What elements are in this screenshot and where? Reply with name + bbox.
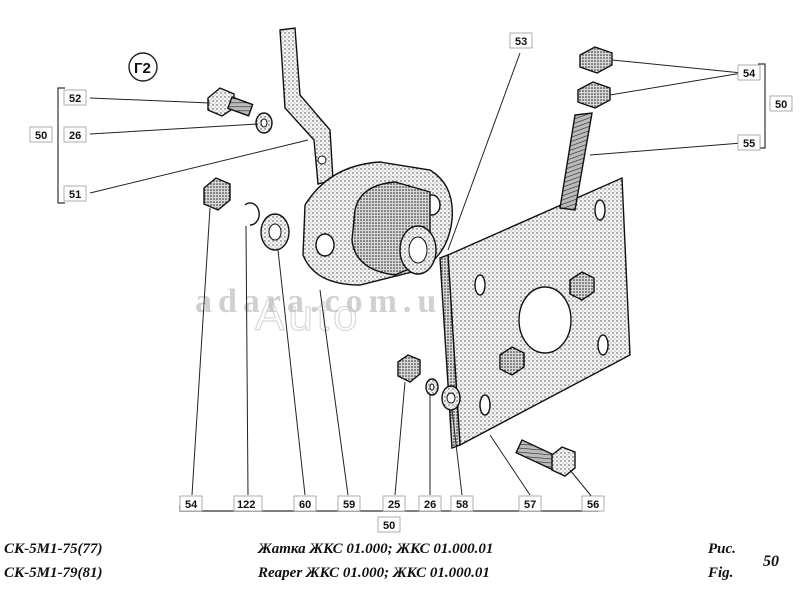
- flange-hub-59: [302, 161, 454, 286]
- figure-label-en: Fig.: [708, 565, 734, 581]
- svg-text:60: 60: [299, 499, 311, 511]
- group-label: Г2: [128, 52, 158, 82]
- callout-56: 56: [581, 495, 605, 512]
- flat-washer-60: [260, 213, 290, 251]
- callout-50-bottom: 50: [377, 516, 401, 533]
- nut-25: [397, 354, 421, 383]
- svg-text:50: 50: [35, 130, 47, 142]
- flat-washer-58: [441, 385, 461, 411]
- svg-text:51: 51: [69, 189, 81, 201]
- model-code-1: СК-5М1-75(77): [4, 541, 103, 557]
- svg-text:57: 57: [524, 499, 536, 511]
- svg-text:53: 53: [515, 36, 527, 48]
- callout-54-top: 54: [737, 64, 761, 81]
- svg-text:26: 26: [424, 499, 436, 511]
- watermark-brand: Auto: [255, 291, 362, 340]
- svg-text:52: 52: [69, 93, 81, 105]
- callout-52: 52: [63, 89, 87, 106]
- group-label-text: Г2: [134, 60, 151, 77]
- callout-25: 25: [382, 495, 406, 512]
- callout-51: 51: [63, 185, 87, 202]
- callout-57: 57: [518, 495, 542, 512]
- figure-number: 50: [763, 553, 779, 570]
- svg-text:55: 55: [743, 138, 755, 150]
- callout-50-left: 50: [29, 126, 53, 143]
- callout-58: 58: [450, 495, 474, 512]
- callout-122: 122: [233, 495, 263, 512]
- callout-55: 55: [737, 134, 761, 151]
- assembly-title-en: Reaper ЖКС 01.000; ЖКС 01.000.01: [258, 565, 490, 581]
- callout-26-bottom: 26: [418, 495, 442, 512]
- svg-text:50: 50: [775, 99, 787, 111]
- split-washer-122: [244, 202, 260, 226]
- callout-26-top: 26: [63, 126, 87, 143]
- nut-54-top-1: [579, 46, 613, 74]
- svg-text:50: 50: [383, 520, 395, 532]
- bolt-52: [207, 87, 254, 117]
- leader-lines: [89, 52, 743, 498]
- callout-54-bottom: 54: [179, 495, 203, 512]
- spring-washer-26-top: [255, 112, 273, 134]
- svg-text:26: 26: [69, 130, 81, 142]
- svg-text:122: 122: [237, 499, 255, 511]
- bolt-56: [515, 439, 576, 477]
- callout-59: 59: [337, 495, 361, 512]
- callout-60: 60: [293, 495, 317, 512]
- assembly-title-ru: Жатка ЖКС 01.000; ЖКС 01.000.01: [258, 541, 494, 557]
- nut-54-top-2: [577, 81, 611, 109]
- svg-text:59: 59: [343, 499, 355, 511]
- model-code-2: СК-5М1-79(81): [4, 565, 103, 581]
- exploded-parts-diagram: Auto adara.com.ua Г2: [29, 27, 793, 533]
- svg-text:25: 25: [388, 499, 400, 511]
- mounting-plate-57: [439, 176, 631, 449]
- spring-washer-26-bottom: [425, 378, 439, 396]
- nut-54-left: [203, 177, 231, 211]
- svg-text:58: 58: [456, 499, 468, 511]
- stud-55: [559, 112, 593, 211]
- svg-text:54: 54: [743, 68, 756, 80]
- svg-text:56: 56: [587, 499, 599, 511]
- callout-53: 53: [509, 32, 533, 49]
- figure-label-ru: Рис.: [708, 541, 736, 557]
- svg-text:54: 54: [185, 499, 198, 511]
- callout-50-right: 50: [769, 95, 793, 112]
- bracket-51: [279, 27, 334, 185]
- watermark-site: adara.com.ua: [195, 283, 465, 320]
